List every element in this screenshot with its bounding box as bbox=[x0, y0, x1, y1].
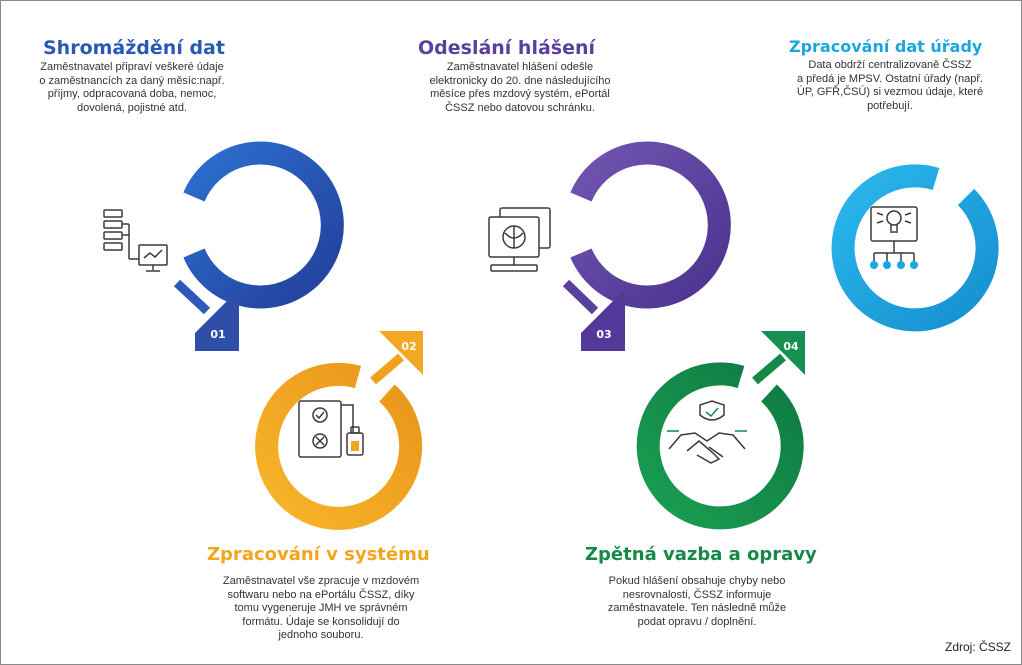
step-3-title: Odeslání hlášení bbox=[418, 37, 596, 59]
step-4-number: 04 bbox=[783, 340, 799, 353]
step-1-ring: 01 bbox=[173, 141, 344, 351]
step-4-title: Zpětná vazba a opravy bbox=[585, 544, 817, 565]
handshake-shield-icon bbox=[667, 400, 747, 464]
step-3-ring: 03 bbox=[562, 141, 731, 351]
step-5-ring bbox=[831, 164, 999, 332]
source-credit: Zdroj: ČSSZ bbox=[944, 640, 1011, 654]
computer-network-icon bbox=[488, 207, 551, 272]
checklist-document-icon bbox=[298, 400, 364, 458]
step-4-description: Pokud hlášení obsahuje chyby nebo nesrov… bbox=[607, 575, 787, 628]
step-1-description: Zaměstnavatel připraví veškeré údaje o z… bbox=[39, 61, 225, 114]
step-3-number: 03 bbox=[596, 328, 611, 341]
lightbulb-network-icon bbox=[870, 206, 918, 269]
step-4-ring: 04 bbox=[636, 331, 805, 530]
step-2-ring: 02 bbox=[255, 331, 423, 530]
step-2-number: 02 bbox=[401, 340, 416, 353]
step-2-title: Zpracování v systému bbox=[207, 544, 430, 565]
step-1-title: Shromáždění dat bbox=[43, 37, 225, 59]
step-3-description: Zaměstnavatel hlášení odešle elektronick… bbox=[429, 61, 611, 114]
step-1-number: 01 bbox=[210, 328, 225, 341]
database-to-computer-icon bbox=[103, 209, 168, 272]
step-2-description: Zaměstnavatel vše zpracuje v mzdovém sof… bbox=[222, 575, 420, 641]
step-5-description: Data obdrží centralizovaně ČSSZ a předá … bbox=[796, 59, 984, 112]
step-5-title: Zpracování dat úřady bbox=[789, 37, 983, 56]
